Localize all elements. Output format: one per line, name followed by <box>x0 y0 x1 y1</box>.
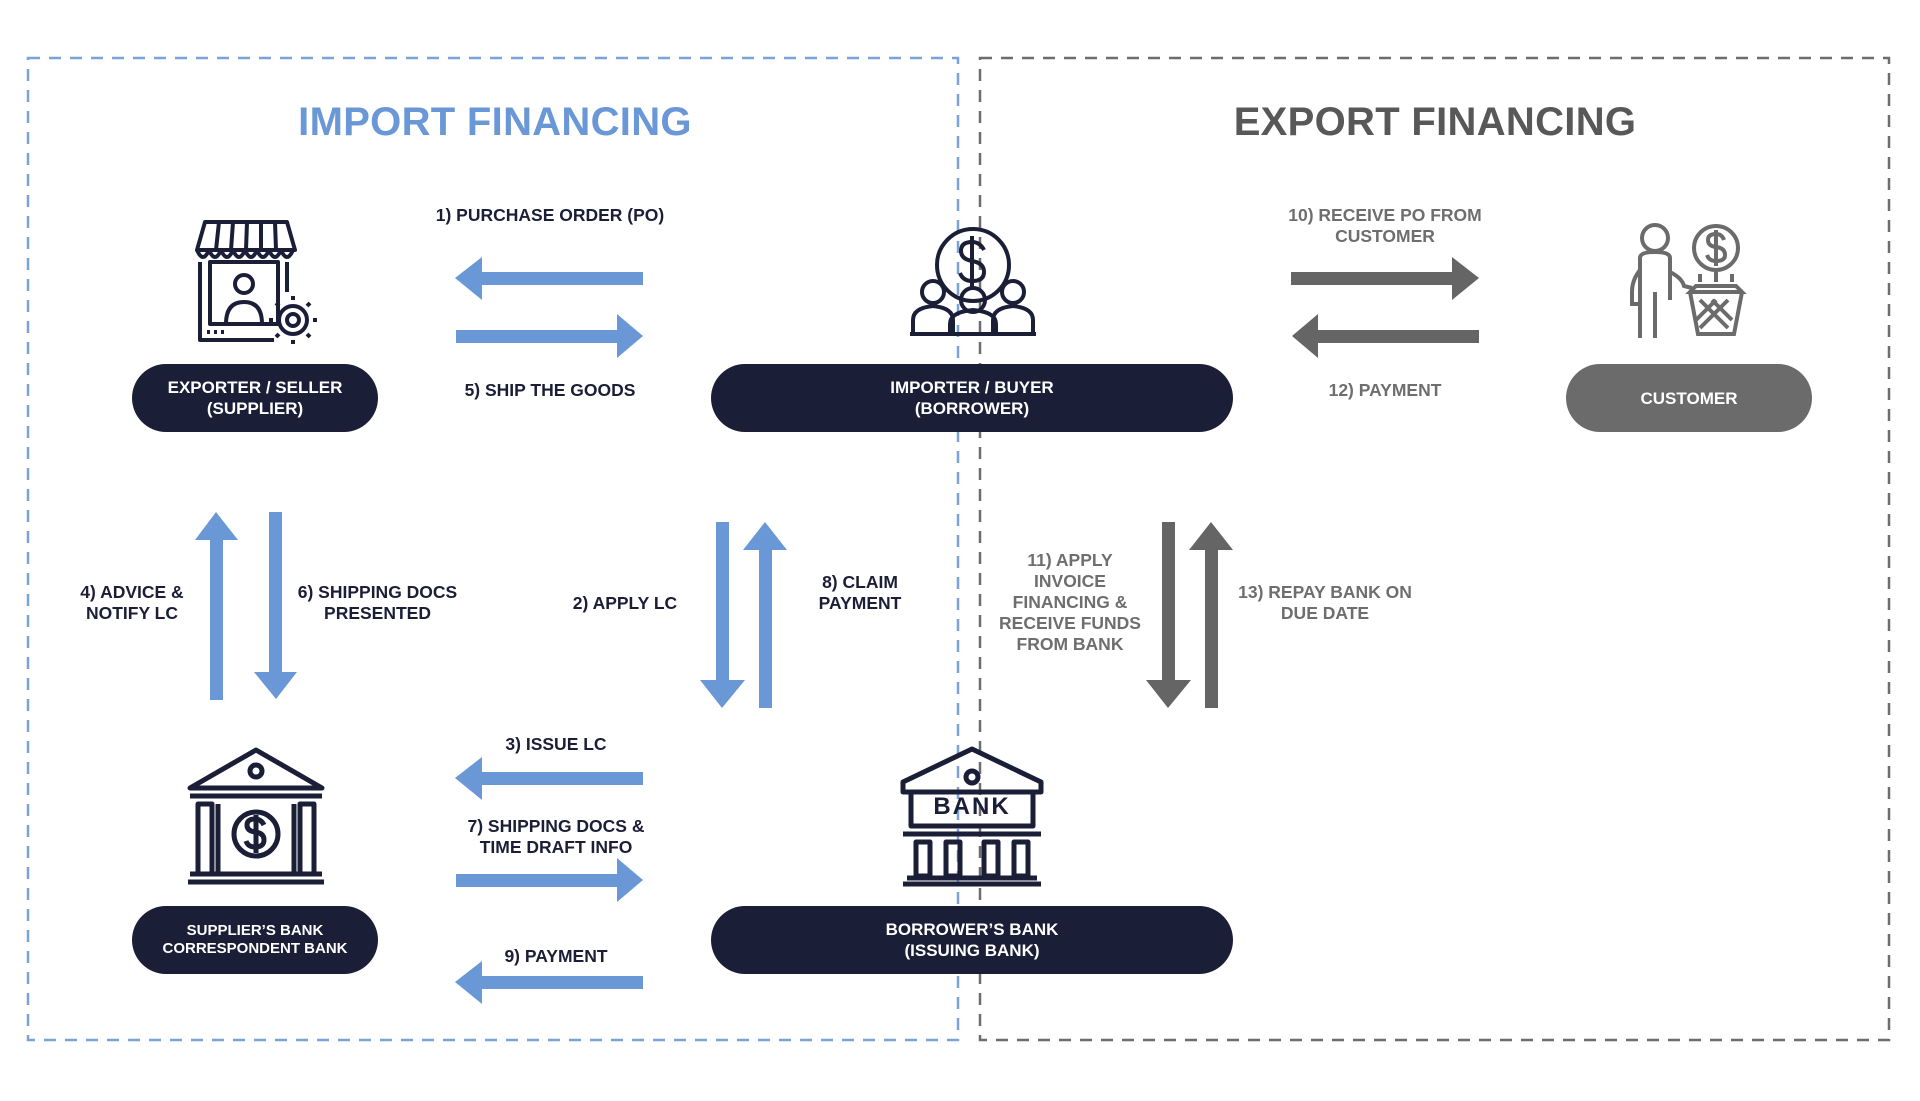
step-13-label: 13) REPAY BANK ON DUE DATE <box>1238 582 1412 623</box>
group-dollar-icon <box>910 227 1036 336</box>
export-financing-title: EXPORT FINANCING <box>1233 100 1637 144</box>
step-4-label: 4) ADVICE & NOTIFY LC <box>80 582 184 623</box>
importer-buyer-pill: IMPORTER / BUYER (BORROWER) <box>711 364 1233 432</box>
arrow-advice-up <box>195 512 238 700</box>
customer-pill: CUSTOMER <box>1566 364 1812 432</box>
arrow-export-payment-left <box>1292 314 1479 358</box>
arrow-receive-po-right <box>1291 257 1479 300</box>
borrowers-bank-line1: BORROWER’S BANK <box>885 920 1059 939</box>
borrowers-bank-pill: BORROWER’S BANK (ISSUING BANK) <box>711 906 1233 974</box>
step-2-label: 2) APPLY LC <box>572 593 678 613</box>
step-1-label: 1) PURCHASE ORDER (PO) <box>435 205 665 225</box>
bank-building-icon <box>900 746 1044 887</box>
exporter-line2: (SUPPLIER) <box>206 399 304 418</box>
step-6-label: 6) SHIPPING DOCS PRESENTED <box>297 582 458 623</box>
arrow-issue-lc-left <box>455 757 643 800</box>
arrow-shipping-docs-right <box>456 858 643 902</box>
step-9-label: 9) PAYMENT <box>504 946 608 966</box>
step-11-label: 11) APPLY INVOICE FINANCING & RECEIVE FU… <box>999 550 1141 654</box>
customer-label: CUSTOMER <box>1640 388 1738 408</box>
step-12-label: 12) PAYMENT <box>1328 380 1442 400</box>
bank-sign-text: BANK <box>933 793 1010 820</box>
suppliers-bank-line1: SUPPLIER’S BANK <box>186 922 324 939</box>
exporter-seller-pill: EXPORTER / SELLER (SUPPLIER) <box>132 364 378 432</box>
exporter-line1: EXPORTER / SELLER <box>167 378 343 397</box>
step-10-label: 10) RECEIVE PO FROM CUSTOMER <box>1288 205 1482 246</box>
arrow-apply-lc-down <box>700 522 745 708</box>
arrow-repay-up <box>1189 522 1233 708</box>
import-financing-title: IMPORT FINANCING <box>298 100 692 144</box>
importer-line2: (BORROWER) <box>914 399 1030 418</box>
arrow-po-left <box>455 257 643 300</box>
customer-basket-icon <box>1630 223 1747 338</box>
arrow-invoice-financing-down <box>1146 522 1191 708</box>
importer-line1: IMPORTER / BUYER <box>890 378 1054 397</box>
step-3-label: 3) ISSUE LC <box>505 734 607 754</box>
arrow-ship-goods-right <box>456 314 643 358</box>
suppliers-bank-line2: CORRESPONDENT BANK <box>162 940 348 957</box>
borrowers-bank-line2: (ISSUING BANK) <box>904 941 1040 960</box>
step-8-label: 8) CLAIM PAYMENT <box>818 572 902 613</box>
step-5-label: 5) SHIP THE GOODS <box>464 380 636 400</box>
arrow-payment-left <box>455 961 643 1004</box>
step-7-label: 7) SHIPPING DOCS & TIME DRAFT INFO <box>467 816 645 857</box>
bank-dollar-icon <box>187 747 325 885</box>
arrow-claim-payment-up <box>743 522 787 708</box>
import-zone-border <box>26 56 960 1042</box>
storefront-seller-icon <box>195 220 317 344</box>
suppliers-bank-pill: SUPPLIER’S BANK CORRESPONDENT BANK <box>132 906 378 974</box>
arrow-docs-presented-down <box>254 512 297 699</box>
